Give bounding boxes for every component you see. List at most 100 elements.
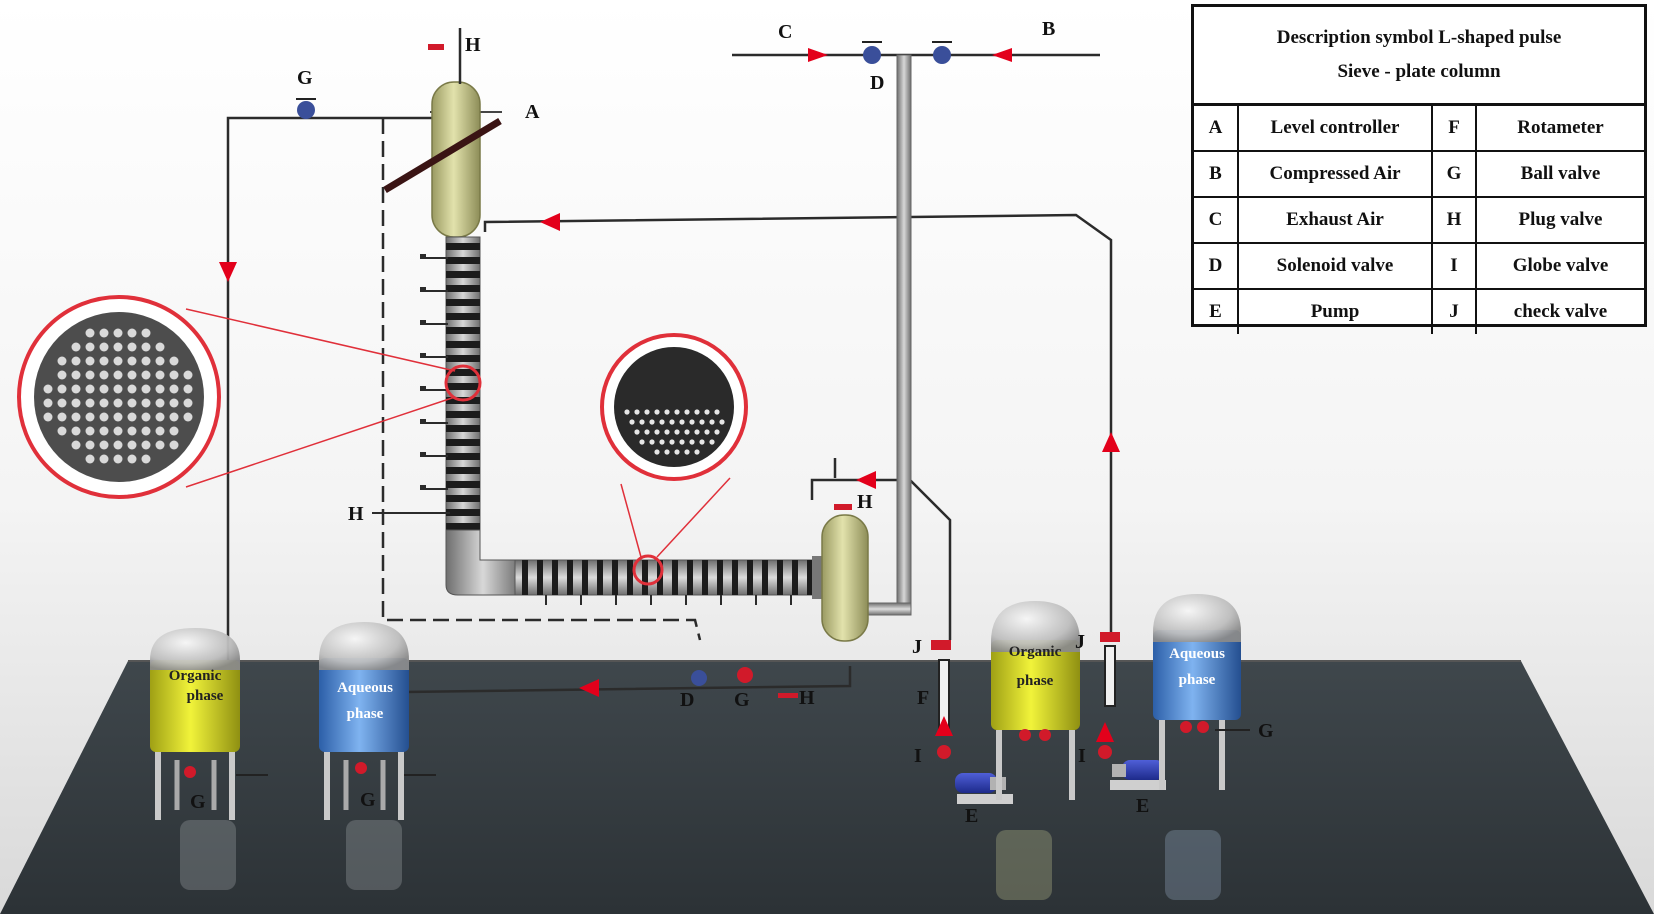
level-controller bbox=[383, 117, 502, 194]
sample-port-tip bbox=[420, 419, 426, 424]
tank1-label-2: phase bbox=[187, 688, 224, 704]
legend-description: Plug valve bbox=[1475, 196, 1644, 244]
magnifier-horizontal bbox=[600, 333, 748, 586]
legend-symbol: C bbox=[1194, 196, 1239, 244]
legend-title-line2: Sieve - plate column bbox=[1337, 61, 1501, 82]
check-valve-right[interactable] bbox=[1100, 632, 1120, 642]
plate-hole bbox=[43, 412, 53, 422]
plate-hole bbox=[141, 412, 151, 422]
sample-port-tip bbox=[420, 485, 426, 490]
plate-hole bbox=[99, 356, 109, 366]
plate-hole bbox=[649, 439, 655, 445]
label-g-tank1: G bbox=[190, 791, 206, 813]
sieve-plate bbox=[597, 560, 603, 595]
sieve-plate bbox=[446, 285, 480, 292]
plate-hole bbox=[719, 419, 725, 425]
legend-row: A Level controller F Rotameter bbox=[1194, 106, 1644, 152]
sample-port-tip bbox=[420, 386, 426, 391]
plate-hole bbox=[57, 398, 67, 408]
plate-hole bbox=[99, 454, 109, 464]
pump-right[interactable] bbox=[1110, 760, 1166, 790]
air-pipe bbox=[896, 54, 912, 616]
plate-hole bbox=[113, 426, 123, 436]
label-d-bottom: D bbox=[680, 689, 694, 711]
plate-hole bbox=[43, 398, 53, 408]
globe-valve-right[interactable] bbox=[1098, 745, 1112, 759]
legend-symbol: D bbox=[1194, 242, 1239, 290]
plate-hole bbox=[679, 439, 685, 445]
legend-description: Ball valve bbox=[1475, 150, 1644, 198]
plate-hole bbox=[624, 409, 630, 415]
plate-hole bbox=[639, 419, 645, 425]
plug-valve-settler[interactable] bbox=[834, 504, 852, 510]
label-f: F bbox=[917, 687, 929, 709]
plate-hole bbox=[155, 342, 165, 352]
column-elbow bbox=[445, 529, 521, 596]
plate-hole bbox=[699, 439, 705, 445]
column-horizontal bbox=[514, 559, 816, 596]
plate-hole bbox=[99, 440, 109, 450]
globe-valve-left[interactable] bbox=[937, 745, 951, 759]
ball-valve-bottom[interactable] bbox=[737, 667, 753, 683]
plate-hole bbox=[155, 440, 165, 450]
sieve-plate bbox=[446, 327, 480, 334]
plate-hole bbox=[127, 398, 137, 408]
label-g-top: G bbox=[297, 67, 313, 89]
plate-hole bbox=[127, 412, 137, 422]
sieve-plate bbox=[612, 560, 618, 595]
pump-left[interactable] bbox=[955, 773, 1013, 804]
solenoid-valve-bottom[interactable] bbox=[691, 670, 707, 686]
sieve-plate bbox=[446, 425, 480, 432]
table-reflections bbox=[180, 820, 1221, 900]
plate-hole bbox=[709, 419, 715, 425]
plate-hole bbox=[57, 370, 67, 380]
ball-valve-top[interactable] bbox=[296, 98, 316, 119]
tank2-label-1: Aqueous bbox=[337, 680, 393, 696]
plate-hole bbox=[99, 384, 109, 394]
label-i-right: I bbox=[1078, 745, 1086, 767]
tank-organic-2 bbox=[991, 601, 1080, 800]
label-e-left: E bbox=[965, 805, 978, 827]
tank-aqueous-1 bbox=[319, 622, 436, 820]
plate-hole bbox=[155, 356, 165, 366]
sieve-plate bbox=[446, 453, 480, 460]
solenoid-valve-left[interactable] bbox=[862, 41, 882, 64]
check-valve-left[interactable] bbox=[931, 640, 951, 650]
plate-hole bbox=[689, 439, 695, 445]
plate-hole bbox=[127, 426, 137, 436]
plate-hole bbox=[704, 429, 710, 435]
plate-hole bbox=[649, 419, 655, 425]
plate-hole bbox=[674, 409, 680, 415]
label-c: C bbox=[778, 21, 792, 43]
plate-hole bbox=[99, 398, 109, 408]
solenoid-valve-right[interactable] bbox=[932, 41, 952, 64]
plate-hole bbox=[169, 356, 179, 366]
label-h-bottom: H bbox=[799, 687, 815, 709]
plate-hole bbox=[155, 384, 165, 394]
plate-hole bbox=[43, 384, 53, 394]
sample-port-tip bbox=[420, 353, 426, 358]
plate-hole bbox=[127, 328, 137, 338]
plug-valve-top[interactable] bbox=[428, 44, 444, 50]
plate-hole bbox=[169, 384, 179, 394]
plate-hole bbox=[141, 328, 151, 338]
plug-valve-bottom[interactable] bbox=[778, 693, 798, 698]
legend-row: B Compressed Air G Ball valve bbox=[1194, 150, 1644, 198]
plate-hole bbox=[85, 328, 95, 338]
sieve-plate bbox=[582, 560, 588, 595]
label-e-right: E bbox=[1136, 795, 1149, 817]
plate-hole bbox=[71, 342, 81, 352]
plate-hole bbox=[113, 440, 123, 450]
plate-hole bbox=[127, 454, 137, 464]
level-controller-line bbox=[381, 118, 702, 641]
plate-hole bbox=[127, 356, 137, 366]
plate-hole bbox=[644, 429, 650, 435]
plate-hole bbox=[629, 419, 635, 425]
plate-hole bbox=[71, 384, 81, 394]
plate-hole bbox=[85, 384, 95, 394]
plate-hole bbox=[99, 370, 109, 380]
sieve-plate bbox=[672, 560, 678, 595]
legend-table: Description symbol L-shaped pulse Sieve … bbox=[1191, 4, 1647, 334]
legend-description: check valve bbox=[1475, 288, 1644, 334]
sieve-plate bbox=[687, 560, 693, 595]
